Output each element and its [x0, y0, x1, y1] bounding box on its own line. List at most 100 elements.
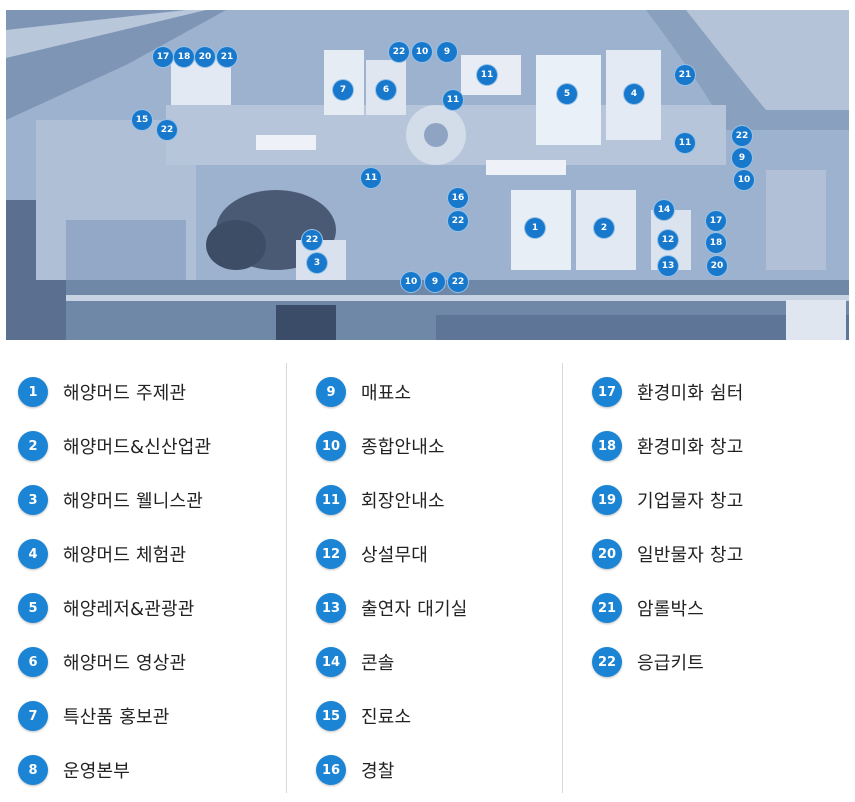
legend-item: 16 경찰: [316, 743, 467, 797]
map-marker-11: 11: [476, 64, 498, 86]
legend-divider: [286, 363, 287, 793]
legend-label: 해양머드 영상관: [63, 653, 187, 674]
venue-aerial-image: [6, 10, 849, 340]
legend-number-badge: 5: [18, 593, 48, 623]
map-marker-9: 9: [731, 147, 753, 169]
legend-label: 해양머드 체험관: [63, 545, 187, 566]
legend-label: 종합안내소: [361, 437, 445, 458]
map-marker-11: 11: [674, 132, 696, 154]
map-marker-3: 3: [306, 252, 328, 274]
legend-label: 매표소: [361, 383, 412, 404]
map-marker-12: 12: [657, 229, 679, 251]
map-marker-18: 18: [705, 232, 727, 254]
legend-number-badge: 9: [316, 377, 346, 407]
map-marker-14: 14: [653, 199, 675, 221]
legend-label: 응급키트: [637, 653, 705, 674]
map-marker-2: 2: [593, 217, 615, 239]
map-marker-22: 22: [388, 41, 410, 63]
legend-number-badge: 15: [316, 701, 346, 731]
map-marker-7: 7: [332, 79, 354, 101]
legend-item: 7 특산품 홍보관: [18, 689, 211, 743]
map-marker-9: 9: [436, 41, 458, 63]
map-marker-20: 20: [706, 255, 728, 277]
legend-item: 5 해양레저&관광관: [18, 581, 211, 635]
legend-number-badge: 7: [18, 701, 48, 731]
legend-number-badge: 19: [592, 485, 622, 515]
legend-label: 경찰: [361, 761, 395, 782]
map-marker-17: 17: [152, 46, 174, 68]
map-marker-22: 22: [447, 210, 469, 232]
legend-number-badge: 13: [316, 593, 346, 623]
map-marker-18: 18: [173, 46, 195, 68]
legend-number-badge: 4: [18, 539, 48, 569]
map-marker-22: 22: [447, 271, 469, 293]
legend-label: 상설무대: [361, 545, 429, 566]
map-marker-10: 10: [411, 41, 433, 63]
legend-number-badge: 3: [18, 485, 48, 515]
map-marker-16: 16: [447, 187, 469, 209]
map-marker-13: 13: [657, 255, 679, 277]
legend-item: 9 매표소: [316, 365, 467, 419]
legend-item: 21 암롤박스: [592, 581, 743, 635]
legend-number-badge: 14: [316, 647, 346, 677]
legend-item: 22 응급키트: [592, 635, 743, 689]
legend-number-badge: 21: [592, 593, 622, 623]
map-marker-22: 22: [731, 125, 753, 147]
map-marker-9: 9: [424, 271, 446, 293]
map-marker-4: 4: [623, 83, 645, 105]
map-marker-21: 21: [674, 64, 696, 86]
legend-label: 회장안내소: [361, 491, 445, 512]
legend-number-badge: 12: [316, 539, 346, 569]
legend-number-badge: 10: [316, 431, 346, 461]
legend-item: 10 종합안내소: [316, 419, 467, 473]
legend-item: 17 환경미화 쉼터: [592, 365, 743, 419]
map-marker-5: 5: [556, 83, 578, 105]
legend-item: 8 운영본부: [18, 743, 211, 797]
legend-label: 환경미화 쉼터: [637, 383, 744, 404]
legend-item: 4 해양머드 체험관: [18, 527, 211, 581]
legend-label: 해양머드 웰니스관: [63, 491, 204, 512]
map-marker-17: 17: [705, 210, 727, 232]
legend-item: 18 환경미화 창고: [592, 419, 743, 473]
legend-item: 6 해양머드 영상관: [18, 635, 211, 689]
map-marker-1: 1: [524, 217, 546, 239]
legend-number-badge: 8: [18, 755, 48, 785]
legend-label: 암롤박스: [637, 599, 705, 620]
legend-divider: [562, 363, 563, 793]
map-marker-6: 6: [375, 79, 397, 101]
legend-label: 환경미화 창고: [637, 437, 744, 458]
legend-label: 진료소: [361, 707, 412, 728]
legend-item: 3 해양머드 웰니스관: [18, 473, 211, 527]
map-marker-11: 11: [360, 167, 382, 189]
legend-number-badge: 22: [592, 647, 622, 677]
map-marker-10: 10: [733, 169, 755, 191]
legend-number-badge: 16: [316, 755, 346, 785]
map-marker-22: 22: [301, 229, 323, 251]
legend-label: 해양머드 주제관: [63, 383, 187, 404]
legend-number-badge: 17: [592, 377, 622, 407]
legend-item: 15 진료소: [316, 689, 467, 743]
legend-label: 해양머드&신산업관: [63, 437, 212, 458]
legend-number-badge: 6: [18, 647, 48, 677]
legend-number-badge: 20: [592, 539, 622, 569]
legend-number-badge: 18: [592, 431, 622, 461]
legend-label: 운영본부: [63, 761, 131, 782]
legend-label: 특산품 홍보관: [63, 707, 170, 728]
map-marker-11: 11: [442, 89, 464, 111]
map-marker-21: 21: [216, 46, 238, 68]
map-marker-10: 10: [400, 271, 422, 293]
map-marker-20: 20: [194, 46, 216, 68]
map-marker-22: 22: [156, 119, 178, 141]
legend-label: 해양레저&관광관: [63, 599, 195, 620]
